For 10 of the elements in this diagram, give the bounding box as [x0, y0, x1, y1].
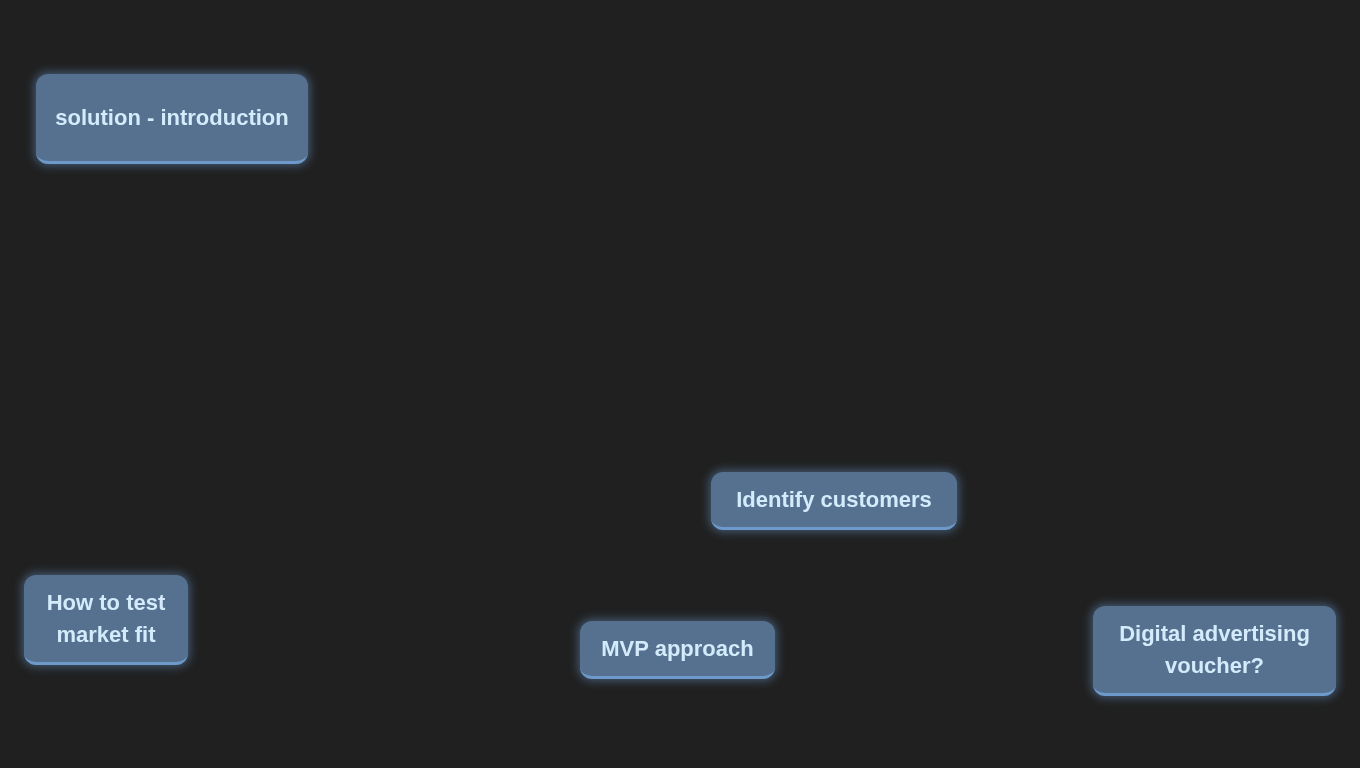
topic-label: solution - introduction — [55, 103, 289, 132]
topic-label: MVP approach — [601, 634, 754, 663]
topic-box — [580, 621, 775, 679]
topic-box — [711, 472, 957, 530]
topic-label: Identify customers — [736, 485, 932, 514]
topic-box — [36, 74, 308, 164]
topic-box — [1093, 606, 1336, 696]
topic-label: How to test market fit — [45, 588, 167, 649]
topic-box — [24, 575, 188, 665]
topic-label: Digital advertising voucher? — [1118, 619, 1311, 680]
